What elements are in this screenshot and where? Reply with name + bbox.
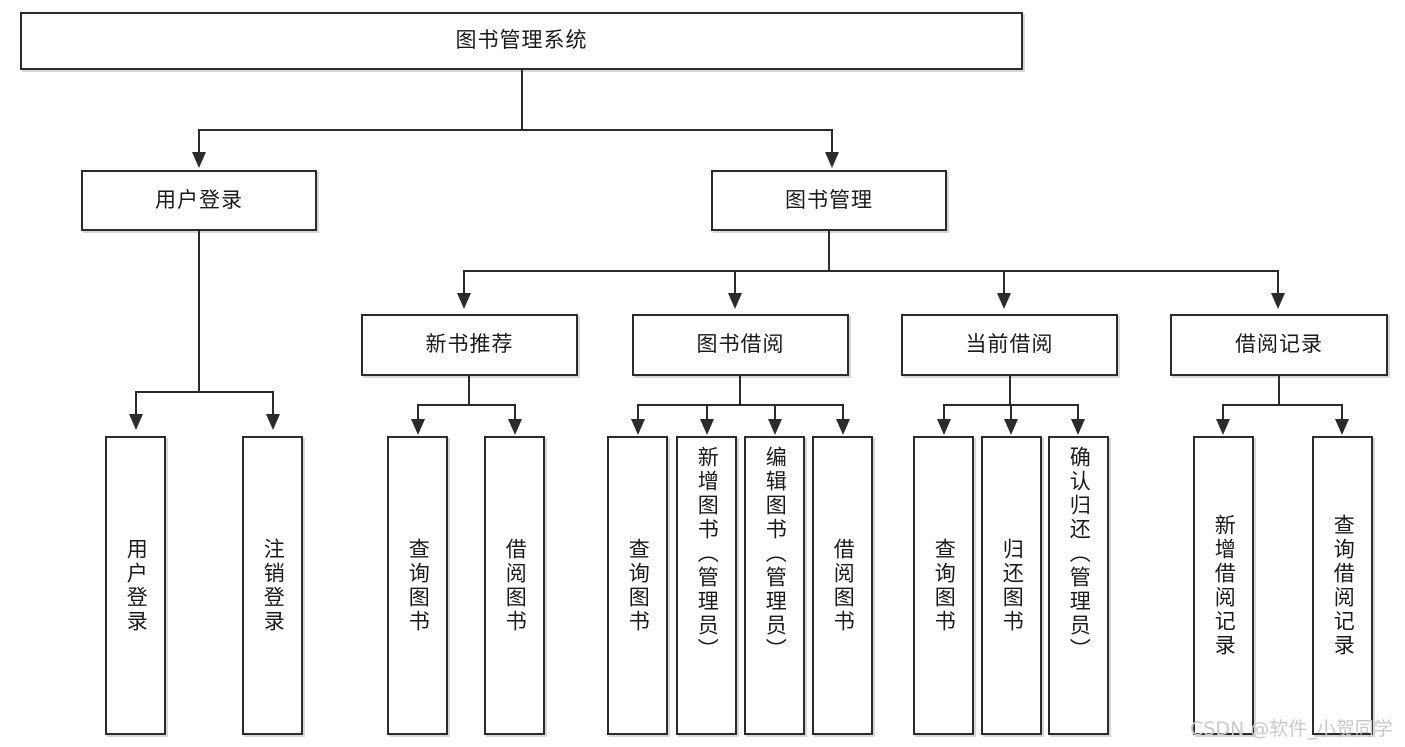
leaf-edit-book-admin[interactable]: 编辑图书（管理员）: [744, 436, 805, 735]
leaf-query-book-current[interactable]: 查询图书: [913, 436, 974, 735]
arrow-bb-2: [700, 419, 714, 435]
connector-drop-bb-3: [774, 404, 776, 420]
node-label: 查询借阅记录: [1331, 513, 1356, 658]
connector-drop-current-borrow: [1003, 270, 1005, 295]
arrow-br-1: [1216, 419, 1230, 435]
connector-book-borrow-stem: [739, 376, 741, 405]
connector-drop-borrow-record: [1277, 270, 1279, 295]
connector-current-borrow-stem: [1009, 376, 1011, 405]
node-label: 用户登录: [155, 187, 243, 212]
connector-book-management-stem: [828, 231, 830, 271]
node-label: 归还图书: [1000, 537, 1025, 634]
node-label: 新书推荐: [425, 332, 514, 357]
arrow-cb-2: [1004, 419, 1018, 435]
arrow-user-login: [192, 152, 206, 168]
arrow-borrow-record: [1271, 293, 1285, 309]
leaf-logout[interactable]: 注销登录: [242, 436, 303, 735]
connector-drop-leaf-logout: [272, 391, 274, 416]
node-borrow-record[interactable]: 借阅记录: [1170, 314, 1388, 376]
arrow-nb-2: [508, 419, 522, 435]
node-label: 借阅图书: [503, 537, 528, 634]
arrow-br-2: [1335, 419, 1349, 435]
connector-new-book-stem: [468, 376, 470, 405]
csdn-watermark: CSDN @软件_小贺同学: [1190, 718, 1393, 740]
leaf-borrow-book[interactable]: 借阅图书: [812, 436, 873, 735]
leaf-user-login[interactable]: 用户登录: [105, 436, 166, 735]
connector-drop-cb-1: [943, 404, 945, 420]
node-label: 查询图书: [626, 537, 651, 634]
node-label: 图书管理系统: [455, 28, 588, 53]
node-label: 新增借阅记录: [1212, 513, 1237, 658]
arrow-cb-3: [1071, 419, 1085, 435]
leaf-query-book-recommend[interactable]: 查询图书: [387, 436, 448, 735]
arrow-bb-3: [768, 419, 782, 435]
arrow-leaf-user-login: [129, 414, 143, 430]
connector-drop-new-book: [463, 270, 465, 295]
connector-root-bus: [198, 129, 833, 131]
connector-book-borrow-bus: [637, 404, 843, 406]
connector-drop-bb-4: [842, 404, 844, 420]
connector-drop-book-management: [831, 129, 833, 154]
node-book-management[interactable]: 图书管理: [711, 170, 947, 231]
node-label: 编辑图书（管理员）: [763, 446, 788, 662]
connector-drop-nb-2: [514, 404, 516, 420]
connector-drop-cb-2: [1010, 404, 1012, 420]
arrow-current-borrow: [997, 293, 1011, 309]
node-new-book-recommend[interactable]: 新书推荐: [361, 314, 578, 376]
node-label: 确认归还（管理员）: [1067, 446, 1092, 662]
node-book-borrow[interactable]: 图书借阅: [632, 314, 849, 376]
leaf-query-borrow-record[interactable]: 查询借阅记录: [1312, 436, 1373, 735]
node-label: 查询图书: [932, 537, 957, 634]
connector-drop-bb-2: [706, 404, 708, 420]
connector-borrow-record-stem: [1278, 376, 1280, 405]
arrow-bb-1: [631, 419, 645, 435]
connector-drop-user-login: [198, 129, 200, 154]
leaf-query-book-borrow[interactable]: 查询图书: [607, 436, 668, 735]
connector-drop-book-borrow: [734, 270, 736, 295]
node-root-book-management-system[interactable]: 图书管理系统: [20, 12, 1023, 70]
connector-drop-cb-3: [1077, 404, 1079, 420]
arrow-book-borrow: [728, 293, 742, 309]
arrow-cb-1: [937, 419, 951, 435]
connector-level3-bus: [463, 270, 1279, 272]
connector-drop-leaf-user-login: [135, 391, 137, 416]
leaf-add-book-admin[interactable]: 新增图书（管理员）: [676, 436, 737, 735]
connector-drop-bb-1: [637, 404, 639, 420]
node-current-borrow[interactable]: 当前借阅: [901, 314, 1118, 376]
node-label: 借阅记录: [1235, 332, 1323, 357]
arrow-bb-4: [836, 419, 850, 435]
leaf-confirm-return-admin[interactable]: 确认归还（管理员）: [1048, 436, 1109, 735]
connector-borrow-record-bus: [1222, 404, 1342, 406]
arrow-nb-1: [411, 419, 425, 435]
node-label: 图书管理: [785, 187, 873, 212]
node-user-login[interactable]: 用户登录: [81, 170, 317, 231]
connector-user-login-stem: [198, 231, 200, 392]
arrow-book-management: [825, 152, 839, 168]
node-label: 新增图书（管理员）: [695, 446, 720, 662]
connector-drop-nb-1: [417, 404, 419, 420]
leaf-borrow-book-recommend[interactable]: 借阅图书: [484, 436, 545, 735]
connector-user-login-bus: [135, 391, 273, 393]
arrow-leaf-logout: [266, 414, 280, 430]
leaf-add-borrow-record[interactable]: 新增借阅记录: [1193, 436, 1254, 735]
node-label: 图书借阅: [696, 332, 785, 357]
node-label: 查询图书: [406, 537, 431, 634]
connector-drop-br-2: [1341, 404, 1343, 420]
connector-root-stem: [521, 70, 523, 130]
connector-drop-br-1: [1222, 404, 1224, 420]
node-label: 用户登录: [124, 537, 149, 634]
leaf-return-book[interactable]: 归还图书: [981, 436, 1042, 735]
node-label: 注销登录: [261, 537, 286, 634]
arrow-new-book-recommend: [457, 293, 471, 309]
node-label: 借阅图书: [831, 537, 856, 634]
connector-new-book-bus: [417, 404, 515, 406]
node-label: 当前借阅: [965, 332, 1054, 357]
